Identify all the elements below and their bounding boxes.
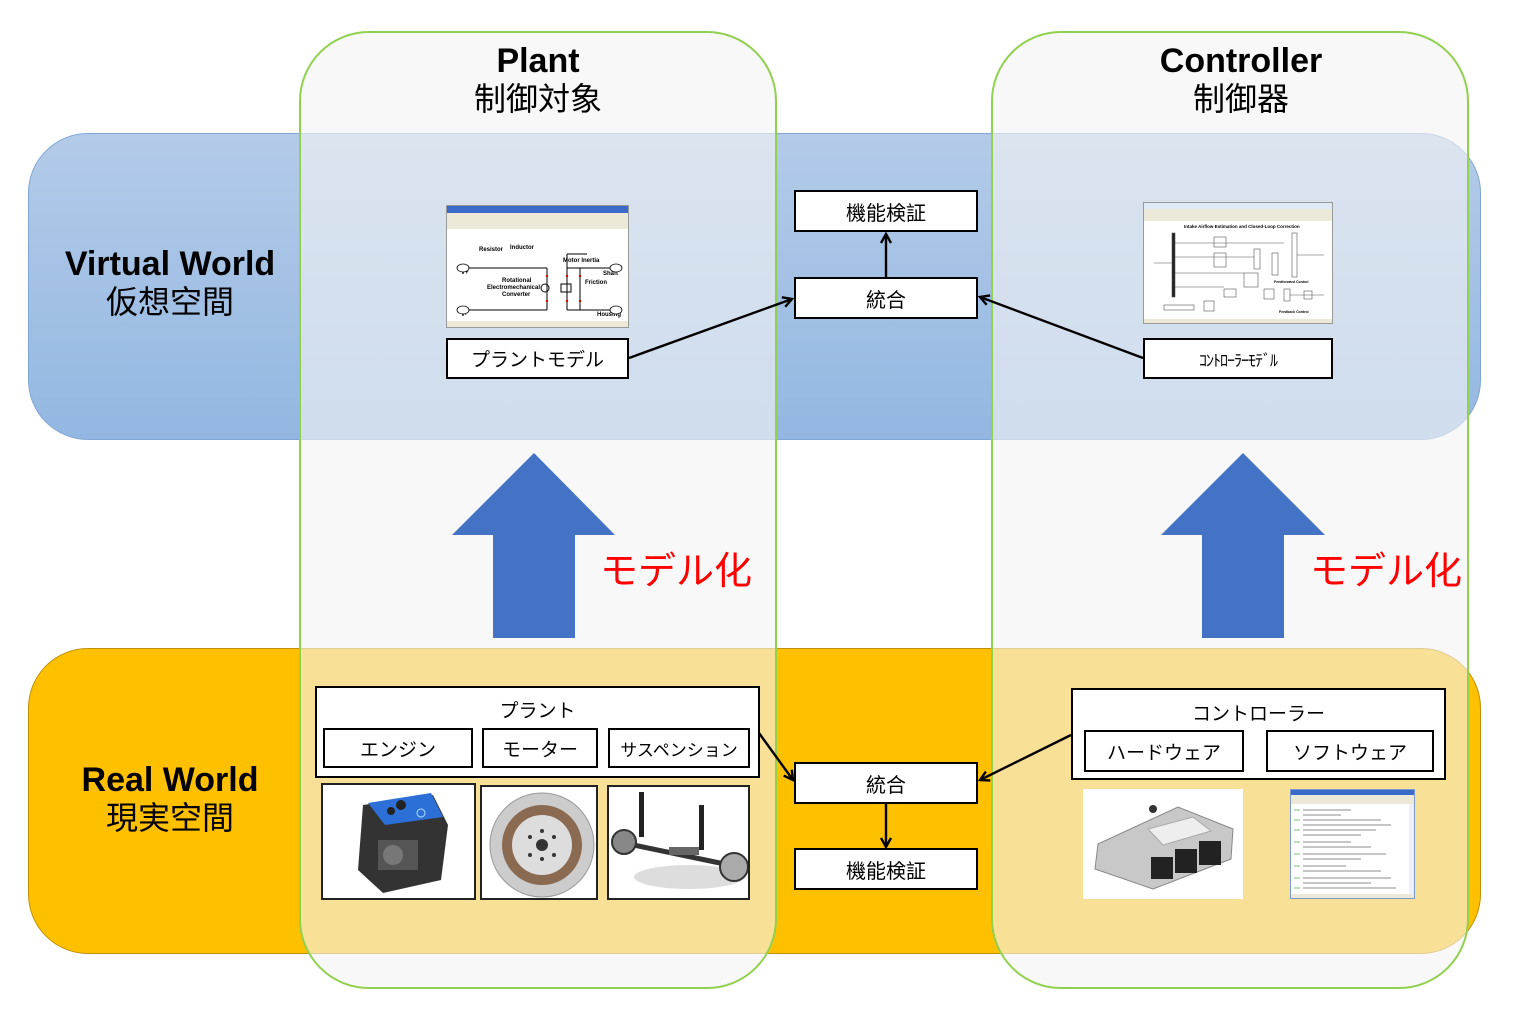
real-verification-label: 機能検証 bbox=[846, 858, 926, 883]
engine-box: エンジン bbox=[323, 728, 473, 768]
controller-title-ja: 制御器 bbox=[1192, 80, 1289, 119]
real-world-title-en: Real World bbox=[81, 761, 259, 799]
motor-icon bbox=[489, 792, 595, 898]
controller-model-diagram-icon: Intake Airflow Estimation and Closed-Loo… bbox=[1144, 203, 1332, 323]
plant-title-en: Plant bbox=[496, 42, 580, 80]
svg-text:Feedforward Control: Feedforward Control bbox=[1274, 280, 1308, 284]
controller-model-to-integration-arrow bbox=[980, 297, 1144, 360]
real-integration-label: 統合 bbox=[866, 772, 906, 797]
controller-model-screenshot: Intake Airflow Estimation and Closed-Loo… bbox=[1143, 202, 1333, 324]
controller-to-integration-arrow bbox=[980, 733, 1072, 780]
ecu-hardware-photo bbox=[1083, 789, 1243, 899]
svg-text:Feedback Control: Feedback Control bbox=[1279, 310, 1309, 314]
plant-group-box: プラント エンジン モーター サスペンション bbox=[315, 686, 760, 778]
svg-text:Intake Airflow Estimation and: Intake Airflow Estimation and Closed-Loo… bbox=[1184, 224, 1300, 229]
virtual-world-title-ja: 仮想空間 bbox=[105, 283, 234, 322]
software-label: ソフトウェア bbox=[1292, 741, 1407, 764]
code-editor-icon bbox=[1291, 790, 1414, 898]
svg-text:Resistor: Resistor bbox=[479, 247, 504, 253]
plant-model-to-integration-arrow bbox=[628, 299, 792, 360]
svg-text:V-: V- bbox=[461, 312, 467, 318]
real-world-label: Real World 現実空間 bbox=[40, 760, 300, 838]
hardware-label: ハードウェア bbox=[1106, 741, 1221, 764]
ecu-icon bbox=[1094, 805, 1234, 890]
svg-text:Electromechanical: Electromechanical bbox=[487, 285, 540, 291]
controller-modeling-label: モデル化 bbox=[1310, 549, 1463, 593]
suspension-photo bbox=[607, 785, 750, 900]
virtual-world-label: Virtual World 仮想空間 bbox=[40, 244, 300, 322]
svg-text:Rotational: Rotational bbox=[502, 278, 532, 284]
motor-label: モーター bbox=[501, 738, 578, 761]
svg-text:Inductor: Inductor bbox=[510, 245, 535, 251]
plant-column-title: Plant 制御対象 bbox=[299, 42, 777, 118]
plant-group-label: プラント bbox=[499, 700, 576, 722]
plant-modeling-label: モデル化 bbox=[600, 549, 753, 593]
engine-label: エンジン bbox=[359, 738, 436, 761]
suspension-box: サスペンション bbox=[608, 728, 750, 768]
virtual-integration-box: 統合 bbox=[794, 277, 978, 319]
virtual-world-title-en: Virtual World bbox=[64, 245, 276, 283]
controller-title-en: Controller bbox=[1159, 42, 1323, 80]
controller-group-label: コントローラー bbox=[1191, 703, 1325, 725]
svg-text:Friction: Friction bbox=[585, 280, 607, 286]
suspension-label: サスペンション bbox=[620, 740, 738, 761]
controller-group-box: コントローラー ハードウェア ソフトウェア bbox=[1071, 688, 1446, 780]
software-code-screenshot bbox=[1290, 789, 1415, 899]
virtual-integration-label: 統合 bbox=[866, 287, 906, 312]
real-verification-box: 機能検証 bbox=[794, 848, 978, 890]
svg-text:V+: V+ bbox=[461, 270, 469, 276]
suspension-icon bbox=[611, 792, 748, 889]
plant-title-ja: 制御対象 bbox=[473, 80, 602, 119]
svg-text:Shaft: Shaft bbox=[603, 271, 618, 277]
motor-photo bbox=[480, 785, 598, 900]
svg-text:Housing: Housing bbox=[597, 312, 621, 318]
plant-to-integration-arrow bbox=[758, 732, 793, 780]
motor-box: モーター bbox=[482, 728, 598, 768]
engine-photo bbox=[321, 783, 476, 900]
engine-icon bbox=[358, 793, 448, 893]
software-box: ソフトウェア bbox=[1266, 730, 1434, 772]
real-world-title-ja: 現実空間 bbox=[105, 799, 234, 838]
svg-text:Motor Inertia: Motor Inertia bbox=[563, 258, 600, 264]
hardware-box: ハードウェア bbox=[1084, 730, 1244, 772]
controller-modeling-arrow-icon bbox=[1161, 453, 1325, 638]
svg-text:Converter: Converter bbox=[502, 292, 531, 298]
virtual-verification-label: 機能検証 bbox=[846, 200, 926, 225]
plant-model-label: プラントモデル bbox=[470, 349, 604, 371]
plant-model-screenshot: Resistor Inductor Motor Inertia Rotation… bbox=[446, 205, 629, 328]
plant-model-box: プラントモデル bbox=[446, 338, 629, 379]
real-integration-box: 統合 bbox=[794, 762, 978, 804]
virtual-verification-box: 機能検証 bbox=[794, 190, 978, 232]
controller-column-title: Controller 制御器 bbox=[991, 42, 1491, 118]
controller-model-box: ｺﾝﾄﾛｰﾗｰﾓﾃﾞﾙ bbox=[1143, 338, 1333, 379]
controller-model-label: ｺﾝﾄﾛｰﾗｰﾓﾃﾞﾙ bbox=[1198, 350, 1278, 370]
plant-model-diagram-icon: Resistor Inductor Motor Inertia Rotation… bbox=[447, 206, 628, 327]
plant-modeling-arrow-icon bbox=[452, 453, 615, 638]
